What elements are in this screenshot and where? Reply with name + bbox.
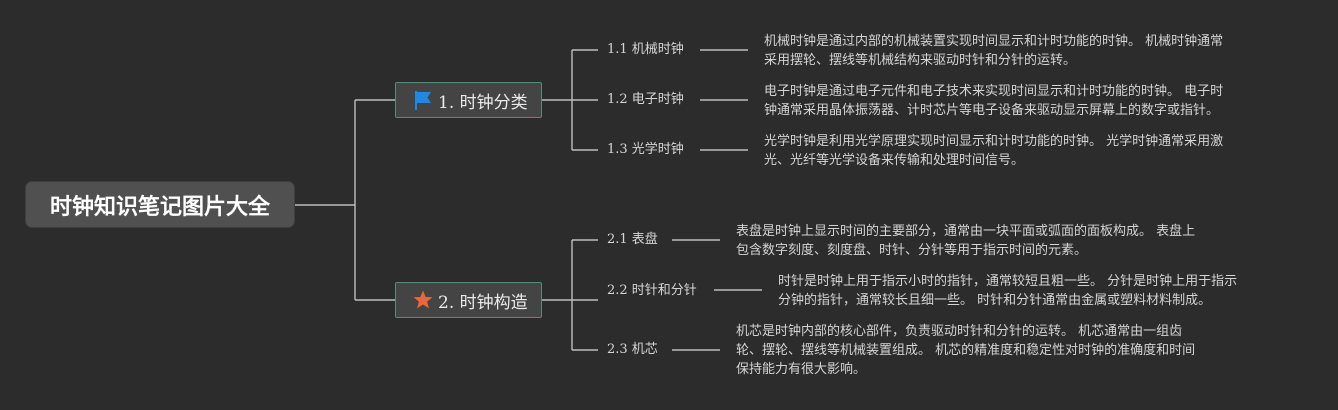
flag-icon [412,89,434,111]
star-icon [412,289,434,311]
note-hands: 时针是时钟上用于指示小时的指针，通常较短且粗一些。 分针是时钟上用于指示分钟的指… [778,274,1238,308]
note-mechanical-clock: 机械时钟是通过内部的机械装置实现时间显示和计时功能的时钟。 机械时钟通常采用摆轮… [764,34,1224,68]
note-movement: 机芯是时钟内部的核心部件，负责驱动时针和分针的运转。 机芯通常由一组齿轮、摆轮、… [736,324,1196,377]
topic-electronic-clock[interactable]: 1.2 电子时钟 [607,92,684,107]
root-title: 时钟知识笔记图片大全 [49,194,270,220]
branch-classification[interactable]: 1. 时钟分类 [395,82,542,118]
branch-construction[interactable]: 2. 时钟构造 [395,282,542,318]
branch-label: 2. 时钟构造 [438,292,528,313]
root-topic[interactable]: 时钟知识笔记图片大全 [26,182,294,227]
topic-dial[interactable]: 2.1 表盘 [607,232,658,247]
note-optical-clock: 光学时钟是利用光学原理实现时间显示和计时功能的时钟。 光学时钟通常采用激光、光纤… [764,134,1224,168]
branch-label: 1. 时钟分类 [438,92,528,113]
topic-optical-clock[interactable]: 1.3 光学时钟 [607,142,684,157]
note-electronic-clock: 电子时钟是通过电子元件和电子技术来实现时间显示和计时功能的时钟。 电子时钟通常采… [764,84,1224,118]
topic-movement[interactable]: 2.3 机芯 [607,342,658,357]
topic-hands[interactable]: 2.2 时针和分针 [607,283,697,298]
note-dial: 表盘是时钟上显示时间的主要部分，通常由一块平面或弧面的面板构成。 表盘上包含数字… [736,224,1196,258]
topic-mechanical-clock[interactable]: 1.1 机械时钟 [607,42,684,57]
